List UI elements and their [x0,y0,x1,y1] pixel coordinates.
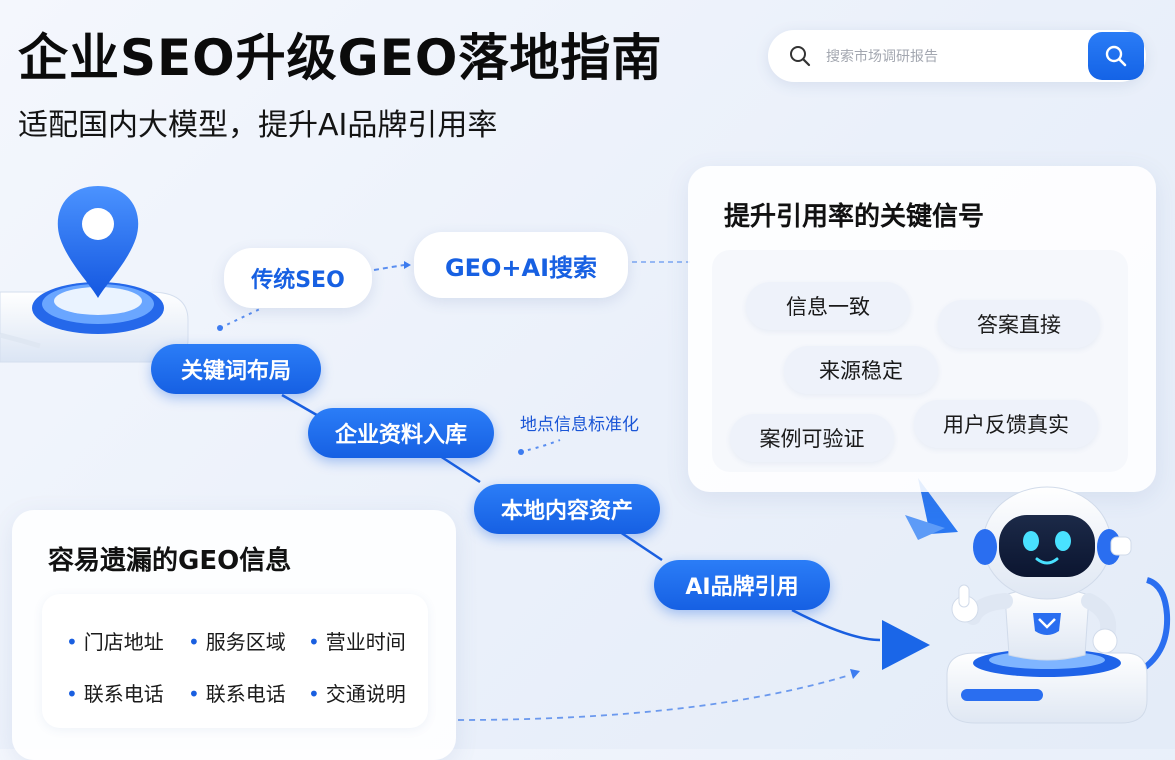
step-ai-brand-citation: AI品牌引用 [654,560,830,610]
search-bar [768,30,1146,82]
location-pin-icon [0,186,189,363]
signal-chip: 来源稳定 [784,346,938,394]
list-item: •联系电话 [66,682,164,706]
signal-chip: 信息一致 [746,282,910,330]
search-button[interactable] [1088,32,1144,80]
signal-chip: 用户反馈真实 [914,400,1098,448]
search-icon [790,46,811,67]
list-item: •门店地址 [66,630,164,654]
list-item: •联系电话 [188,682,286,706]
signals-chip-area: 信息一致 答案直接 来源稳定 案例可验证 用户反馈真实 [712,250,1128,472]
step-enterprise-data: 企业资料入库 [308,408,494,458]
missing-geo-card-title: 容易遗漏的GEO信息 [48,546,292,576]
signals-card-title: 提升引用率的关键信号 [724,202,985,232]
step-local-content: 本地内容资产 [474,484,660,534]
missing-geo-list: •门店地址 •服务区域 •营业时间 •联系电话 •联系电话 •交通说明 [42,594,428,728]
signal-chip: 案例可验证 [730,414,894,462]
page-title: 企业SEO升级GEO落地指南 [18,29,663,87]
page-subtitle: 适配国内大模型，提升AI品牌引用率 [18,108,498,143]
location-standardization-label: 地点信息标准化 [520,415,639,435]
robot-mascot-icon [946,486,1171,724]
signals-card: 提升引用率的关键信号 信息一致 答案直接 来源稳定 案例可验证 用户反馈真实 [688,166,1156,492]
missing-geo-card: 容易遗漏的GEO信息 •门店地址 •服务区域 •营业时间 •联系电话 •联系电话… [12,510,456,760]
traditional-seo-badge: 传统SEO [224,248,372,308]
list-item: •交通说明 [308,682,406,706]
search-input[interactable] [824,40,1078,74]
list-item: •营业时间 [308,630,406,654]
geo-ai-search-badge: GEO+AI搜索 [414,232,628,298]
search-icon [1105,45,1127,67]
list-item: •服务区域 [188,630,286,654]
signal-chip: 答案直接 [938,300,1100,348]
step-keyword-layout: 关键词布局 [151,344,321,394]
